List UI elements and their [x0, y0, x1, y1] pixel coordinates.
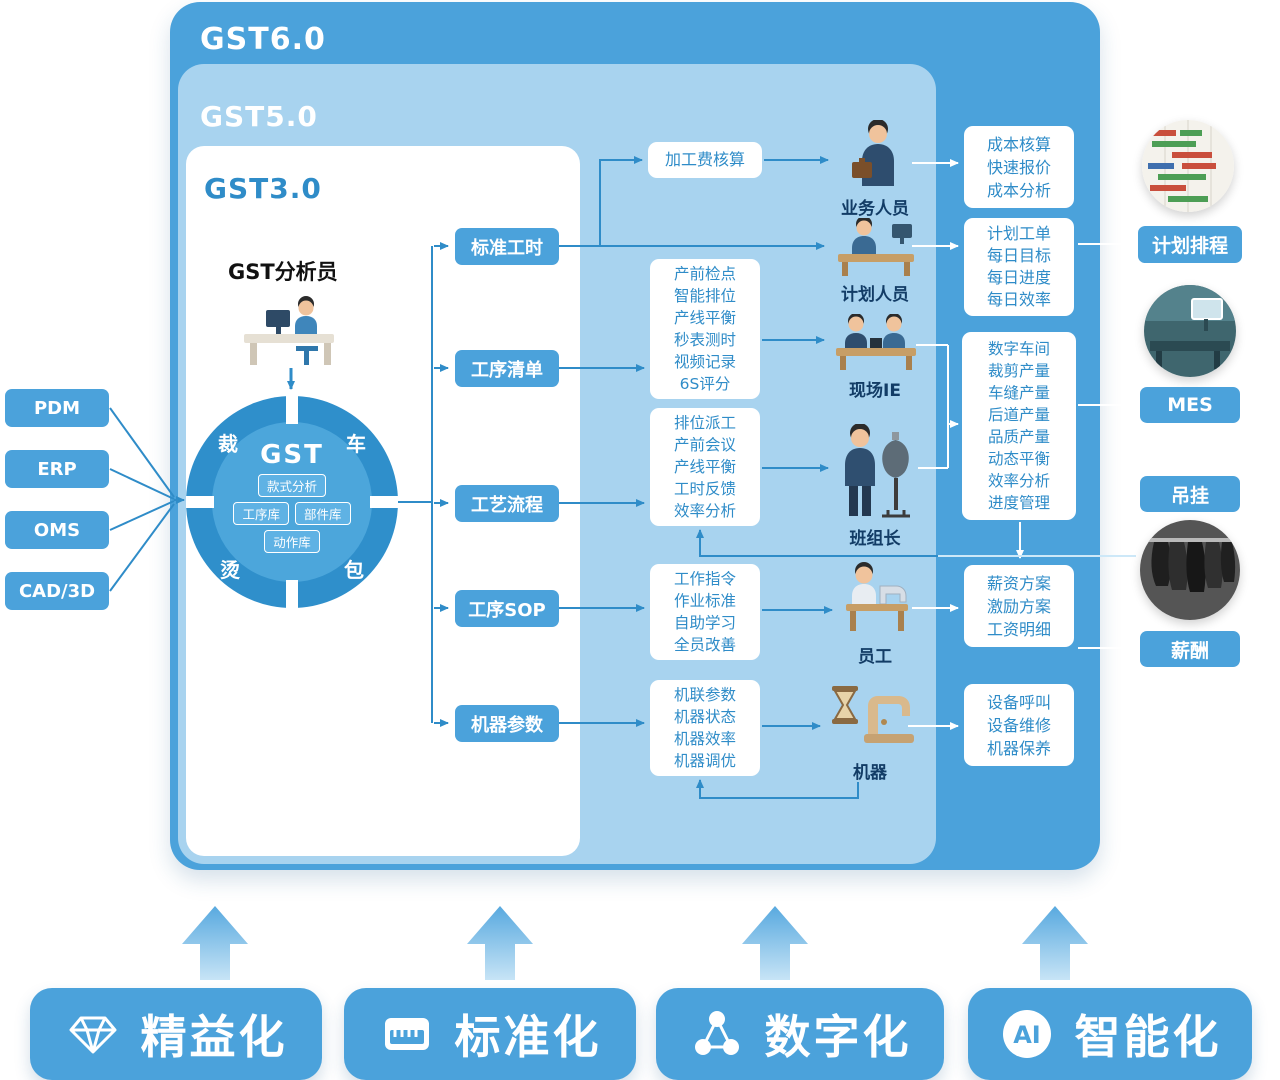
role-label-machine: 机器 [853, 763, 887, 783]
module-machine-params: 机器参数 [455, 705, 559, 742]
detail-costing: 加工费核算 [648, 142, 762, 178]
ring-gap-top [286, 396, 298, 424]
gst5-label: GST5.0 [200, 100, 318, 133]
pillar-standard-label: 标准化 [454, 1010, 602, 1064]
module-process-sop: 工序SOP [455, 590, 559, 627]
business-person-icon [852, 120, 894, 186]
gst-core-circle: 裁 车 烫 包 GST 款式分析 工序库 部件库 动作库 [186, 396, 398, 608]
ring-label-sew: 车 [346, 432, 366, 456]
module-standard-time: 标准工时 [455, 228, 559, 265]
ring-gap-bottom [286, 580, 298, 608]
pillar-intelligent: AI 智能化 [968, 988, 1252, 1080]
team-leader-icon [845, 424, 910, 518]
worker-icon [846, 562, 908, 631]
input-cad3d: CAD/3D [5, 572, 109, 610]
pillar-digital-label: 数字化 [764, 1010, 912, 1064]
site-ie-icon [836, 314, 916, 370]
gantt-schedule-photo [1142, 120, 1234, 212]
output-salary: 薪资方案 激励方案 工资明细 [964, 565, 1074, 647]
ring-label-cut: 裁 [218, 432, 238, 456]
pillar-up-arrows [182, 906, 1088, 980]
planner-icon [838, 218, 914, 276]
detail-pre-production: 产前检点 智能排位 产线平衡 秒表测时 视频记录 6S评分 [650, 259, 760, 399]
pillar-lean: 精益化 [30, 988, 322, 1080]
hanging-clothes-photo [1140, 520, 1240, 620]
role-label-worker: 员工 [858, 647, 892, 667]
detail-work-guide: 工作指令 作业标准 自助学习 全员改善 [650, 564, 760, 660]
ring-label-iron: 烫 [220, 558, 240, 582]
link-hanging: 吊挂 [1140, 476, 1240, 512]
ring-gap-right [370, 496, 398, 508]
role-label-site-ie: 现场IE [849, 381, 901, 401]
pillar-standard: 标准化 [344, 988, 636, 1080]
gem-icon [69, 1016, 116, 1054]
gst-core-title: GST [260, 440, 324, 470]
module-process-flow: 工艺流程 [455, 485, 559, 522]
ring-gap-left [186, 496, 214, 508]
output-planning: 计划工单 每日目标 每日进度 每日效率 [964, 218, 1074, 316]
pillar-digital: 数字化 [656, 988, 944, 1080]
output-equipment: 设备呼叫 设备维修 机器保养 [964, 684, 1074, 766]
standard-board-icon [384, 1018, 429, 1050]
input-oms: OMS [5, 511, 109, 549]
detail-dispatch: 排位派工 产前会议 产线平衡 工时反馈 效率分析 [650, 408, 760, 526]
machine-icon [832, 686, 914, 743]
role-label-team-leader: 班组长 [849, 529, 901, 549]
chip-action-library: 动作库 [264, 530, 320, 553]
gst6-label: GST6.0 [200, 22, 326, 57]
ai-head-icon: AI [1002, 1010, 1051, 1058]
analyst-label: GST分析员 [228, 260, 338, 284]
chip-component-library: 部件库 [295, 502, 351, 525]
role-label-business: 业务人员 [841, 199, 909, 219]
output-digital-workshop: 数字车间 裁剪产量 车缝产量 后道产量 品质产量 动态平衡 效率分析 进度管理 [962, 332, 1076, 520]
pillar-lean-label: 精益化 [140, 1010, 288, 1064]
chip-process-library: 工序库 [233, 502, 289, 525]
ring-label-pack: 包 [344, 558, 364, 582]
analyst-at-desk-icon [244, 296, 334, 365]
gst3-label: GST3.0 [204, 172, 322, 205]
link-mes: MES [1140, 387, 1240, 423]
role-label-planner: 计划人员 [841, 285, 909, 305]
input-erp: ERP [5, 450, 109, 488]
pillar-intelligent-label: 智能化 [1074, 1010, 1222, 1064]
link-schedule: 计划排程 [1138, 226, 1242, 263]
link-salary: 薪酬 [1140, 631, 1240, 667]
output-costing: 成本核算 快速报价 成本分析 [964, 126, 1074, 208]
chip-style-analysis: 款式分析 [257, 474, 326, 497]
detail-machine: 机联参数 机器状态 机器效率 机器调优 [650, 680, 760, 776]
network-share-icon [694, 1011, 739, 1055]
svg-text:AI: AI [1013, 1021, 1041, 1049]
input-pdm: PDM [5, 389, 109, 427]
workshop-photo [1144, 285, 1236, 377]
module-process-list: 工序清单 [455, 350, 559, 387]
